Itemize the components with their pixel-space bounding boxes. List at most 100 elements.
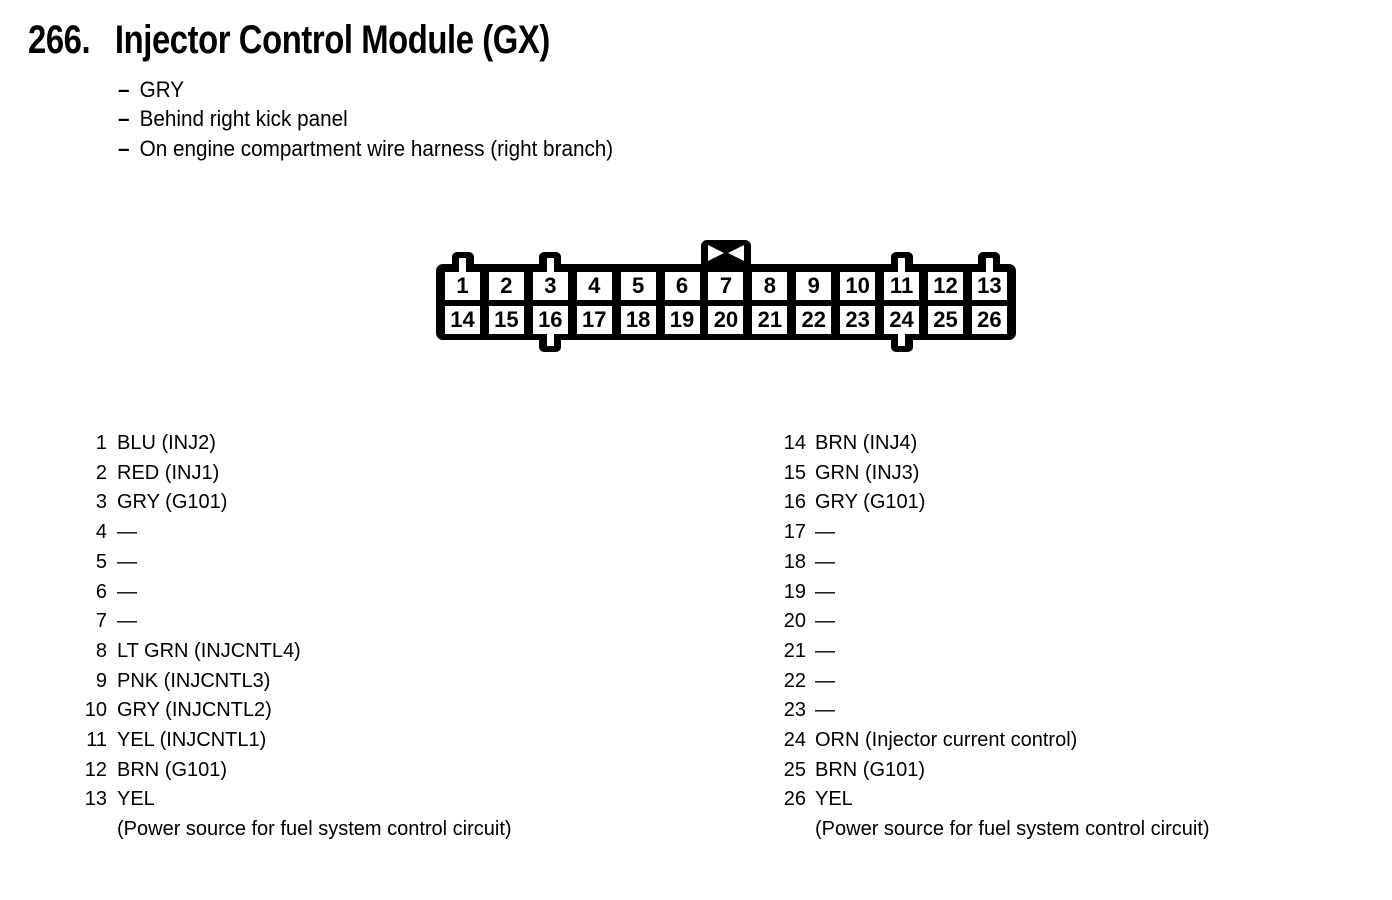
pin-number: 25 [783,758,806,781]
pin-cell: 23 [840,306,876,334]
pin-label: LT GRN (INJCNTL4) [117,639,301,662]
pin-label: BRN (G101) [117,758,228,781]
pin-row: 22 — [758,667,1210,697]
pin-row: 26 YEL [758,785,1210,815]
pin-label: BRN (INJ4) [815,432,918,454]
pin-row: 6— [60,578,512,608]
pin-label: — [815,550,835,573]
pin-label: PNK (INJCNTL3) [117,669,271,692]
bullet-text: GRY [139,77,185,102]
pin-label: YEL [815,788,853,811]
pin-label: GRN (INJ3) [815,461,920,484]
bullet-dash: – [118,106,130,132]
pin-grid: 1 2 3 4 5 6 7 8 9 10 11 12 13 14 15 16 1… [445,272,1007,334]
pin-cell: 14 [445,306,480,334]
pin-row: 17 — [758,518,1210,548]
item-number: 266. [28,18,91,62]
pin-number: 1 [95,432,107,454]
pin-cell: 8 [752,272,788,300]
pin-label: GRY (G101) [815,491,926,514]
pin-cell: 3 [532,272,568,300]
pin-cell: 4 [576,272,612,300]
pin-label: — [815,580,835,603]
pin-label: BLU (INJ2) [117,432,216,454]
pin-row: 23 — [758,696,1210,726]
pin-label: GRY (G101) [117,491,228,514]
pin-number: 22 [783,669,806,692]
tab-slot [898,332,905,346]
pin-cell: 9 [796,272,832,300]
pin-label: ORN (Injector current control) [815,729,1078,752]
tab-slot [986,258,993,273]
pin-row: 20 — [758,607,1210,637]
pin-cell: 22 [796,306,832,334]
pin-number: 16 [783,491,806,514]
connector-body: 1 2 3 4 5 6 7 8 9 10 11 12 13 14 15 16 1… [436,264,1016,340]
pin-cell: 7 [708,272,744,300]
pin-cell: 18 [620,306,656,334]
pin-label: — [117,550,137,573]
pin-number: 24 [783,729,806,752]
pin-note: (Power source for fuel system control ci… [815,818,1210,841]
tab-slot [898,258,905,273]
pin-cell: 12 [927,272,963,300]
pin-cell: 17 [576,306,612,334]
pin-cell: 21 [752,306,788,334]
bullet-dash: – [118,77,130,102]
pin-label: RED (INJ1) [117,461,220,484]
pin-number: 8 [95,639,107,662]
pin-number: 11 [86,729,107,752]
pin-label: — [815,610,835,633]
pin-row: 16 GRY (G101) [758,488,1210,518]
pin-label: — [815,521,835,544]
pin-row: 2 RED (INJ1) [60,459,512,489]
pin-cell: 26 [971,306,1007,334]
pin-number: 4 [95,521,107,544]
pin-number: 2 [95,461,107,484]
pin-row: 18— [758,548,1210,578]
pin-cell: 6 [664,272,700,300]
pin-number: 7 [95,610,107,633]
bullet-harness: – On engine compartment wire harness (ri… [118,134,613,163]
pin-number: 20 [783,610,806,633]
pin-label: — [815,639,835,662]
pin-number: 19 [783,580,806,603]
pin-number: 17 [783,521,806,544]
pin-cell: 2 [488,272,524,300]
connector-diagram: 1 2 3 4 5 6 7 8 9 10 11 12 13 14 15 16 1… [436,240,1016,354]
pin-label: — [815,669,835,692]
pin-note: (Power source for fuel system control ci… [117,818,512,841]
bullet-dash: – [118,135,130,161]
pin-number: 23 [783,699,806,722]
connector-key-mark-icon [701,240,751,266]
pin-number: 21 [783,639,806,662]
page-title: Injector Control Module (GX) [114,18,550,62]
tab-slot [547,332,554,346]
pin-cell: 1 [445,272,480,300]
detail-bullets: – GRY – Behind right kick panel – On eng… [118,75,613,163]
pin-label: — [815,699,835,722]
pin-number: 5 [95,550,107,573]
pin-number: 6 [95,580,107,603]
pin-cell: 10 [840,272,876,300]
pin-row: 21 — [758,637,1210,667]
pin-row: 7— [60,607,512,637]
pin-row: 1 BLU (INJ2) [60,429,512,459]
pin-label: YEL [117,788,155,811]
pin-label: GRY (INJCNTL2) [117,699,272,722]
pin-cell: 20 [708,306,744,334]
pin-row: 12 BRN (G101) [60,756,512,786]
pin-number: 12 [84,758,107,781]
pin-cell: 24 [884,306,920,334]
pin-number: 26 [783,788,806,811]
pin-cell: 11 [884,272,920,300]
